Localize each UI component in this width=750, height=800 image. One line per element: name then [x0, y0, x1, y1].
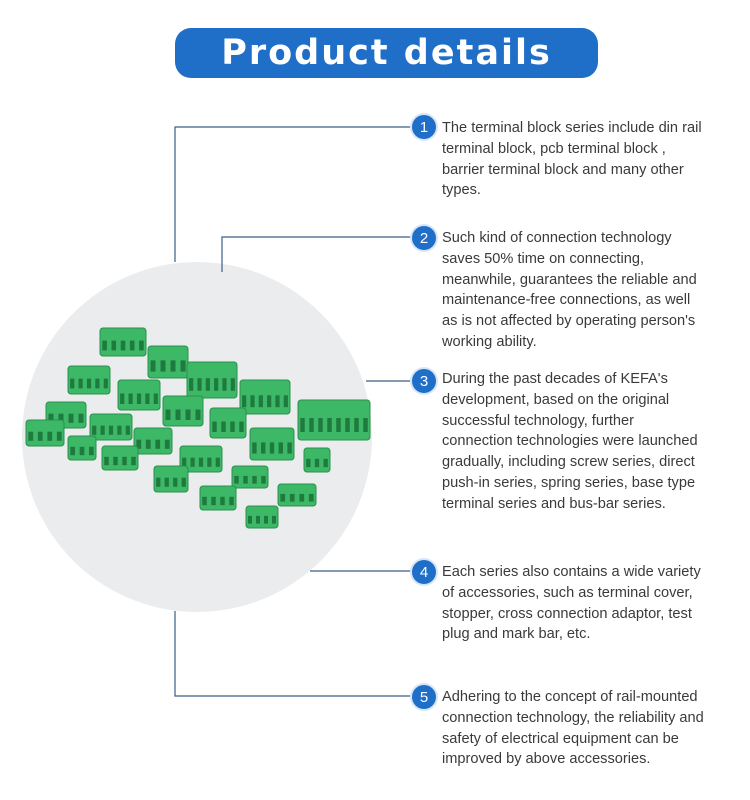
header-banner: Product details: [175, 28, 598, 78]
feature-text-1: The terminal block series include din ra…: [442, 120, 702, 199]
feature-text-5: Adhering to the concept of rail-mounted …: [442, 689, 704, 768]
feature-text-4: Each series also contains a wide variety…: [442, 564, 701, 643]
feature-badge-1: 1: [412, 115, 436, 139]
feature-badge-4: 4: [412, 560, 436, 584]
leader-line-1: [174, 126, 412, 262]
feature-badge-2: 2: [412, 226, 436, 250]
feature-text-3: During the past decades of KEFA's develo…: [442, 371, 698, 512]
feature-text-2: Such kind of connection technology saves…: [442, 230, 697, 350]
feature-badge-5: 5: [412, 685, 436, 709]
page-title: Product details: [221, 33, 552, 73]
terminal-block-product-photo: [25, 327, 371, 529]
leader-line-2: [221, 236, 412, 272]
leader-line-5: [174, 611, 412, 697]
feature-badge-3: 3: [412, 369, 436, 393]
